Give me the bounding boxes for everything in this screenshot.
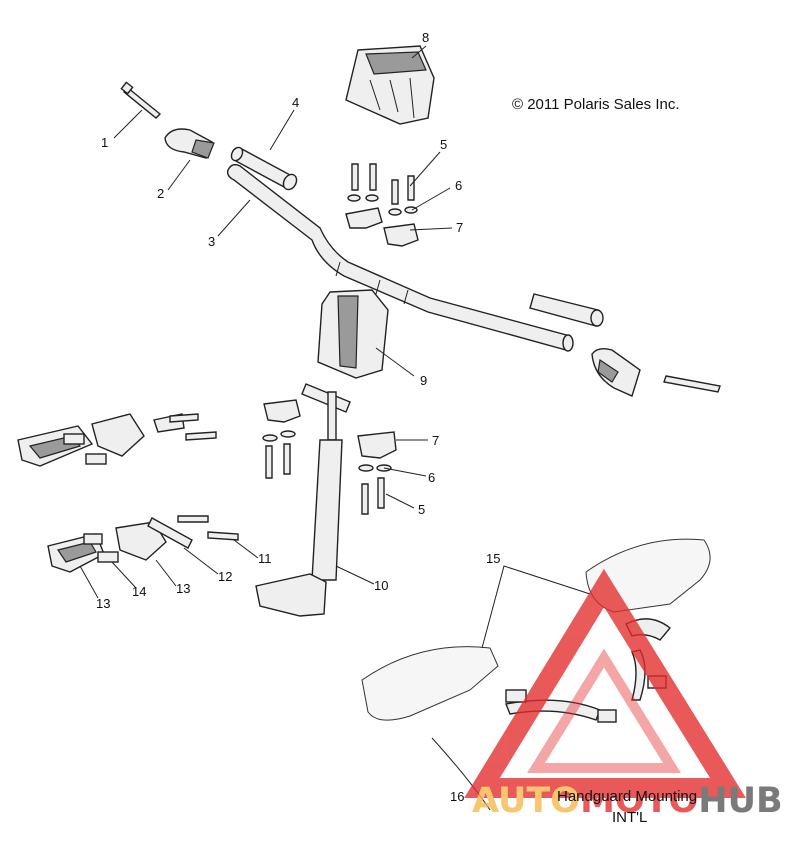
callout-8: 8 [422,30,429,45]
callout-7-upper: 7 [456,220,463,235]
caption-line1: Handguard Mounting [557,788,697,805]
callout-15: 15 [486,551,500,566]
watermark-text: AUTOMOTOHUB [472,781,783,821]
part-left-lower-assembly [47,515,239,573]
callout-6-upper: 6 [455,178,462,193]
part-upper-clamps [345,163,419,247]
leader-lines [79,45,591,811]
part-tube-4 [230,146,298,191]
callout-13-right: 13 [176,581,190,596]
callout-9: 9 [420,373,427,388]
callout-1: 1 [101,135,108,150]
part-steering-post-10 [255,383,351,617]
part-handlebar-3 [226,163,574,352]
callout-12: 12 [218,569,232,584]
part-bolt-1 [120,81,162,119]
part-left-upper-assembly [17,413,217,467]
copyright-notice: © 2011 Polaris Sales Inc. [512,96,680,113]
callout-2: 2 [157,186,164,201]
callout-3: 3 [208,234,215,249]
callout-5-lower: 5 [418,502,425,517]
watermark-auto: AUTO [472,781,580,821]
watermark-logo: AUTOMOTOHUB [464,568,783,821]
watermark-moto: MOTO [580,781,698,821]
callout-7-lower: 7 [432,433,439,448]
callout-5-upper: 5 [440,137,447,152]
callout-10: 10 [374,578,388,593]
callout-labels: 1 2 3 4 5 6 7 8 9 10 11 12 13 13 14 15 1… [96,30,500,804]
part-grip-tube-right [529,293,604,327]
callout-16: 16 [450,789,464,804]
callout-14: 14 [132,584,146,599]
watermark-hub: HUB [698,781,782,821]
callout-11: 11 [258,551,272,566]
part-clamp-right [591,347,721,397]
callout-4: 4 [292,95,299,110]
callout-13-left: 13 [96,596,110,611]
caption-line2: INT'L [612,809,647,826]
part-lower-clamps [262,399,397,515]
part-riser-9 [317,289,389,379]
part-pad-8 [345,45,435,125]
callout-6-lower: 6 [428,470,435,485]
part-clamp-2 [164,128,215,159]
